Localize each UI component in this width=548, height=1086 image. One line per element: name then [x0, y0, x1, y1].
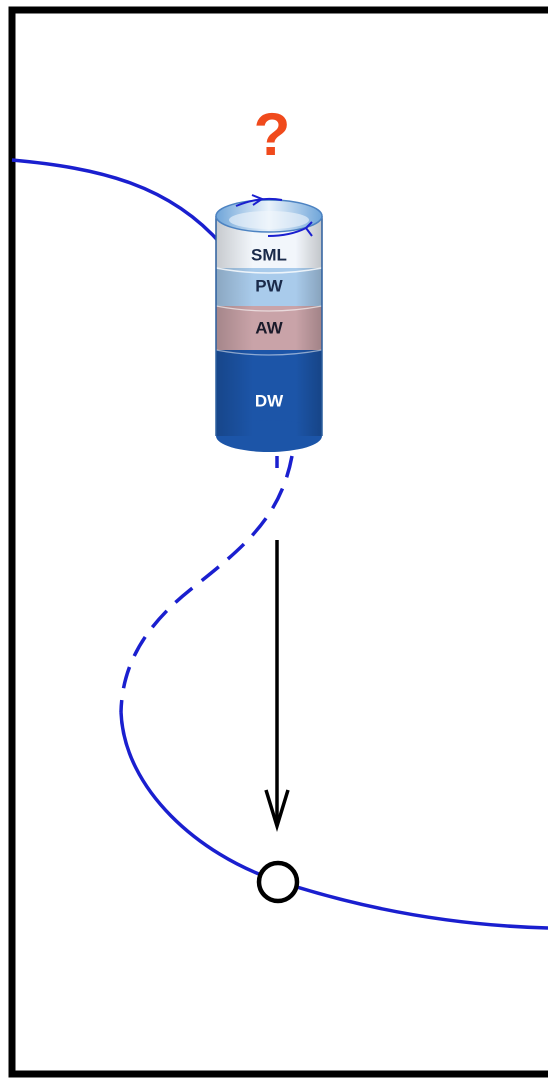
sinking-arrow: [264, 540, 290, 832]
destination-circle: [256, 860, 300, 904]
question-mark: ?: [254, 101, 291, 168]
upper-trajectory-line: [11, 158, 224, 247]
layer-label-dw: DW: [255, 391, 284, 410]
dashed-trajectory-line: [119, 455, 294, 713]
frame-border: [8, 6, 548, 1078]
water-column-cylinder: SML PW AW DW: [215, 194, 323, 452]
layer-label-aw: AW: [255, 318, 283, 337]
layer-label-pw: PW: [255, 276, 283, 295]
layer-label-sml: SML: [251, 245, 287, 264]
